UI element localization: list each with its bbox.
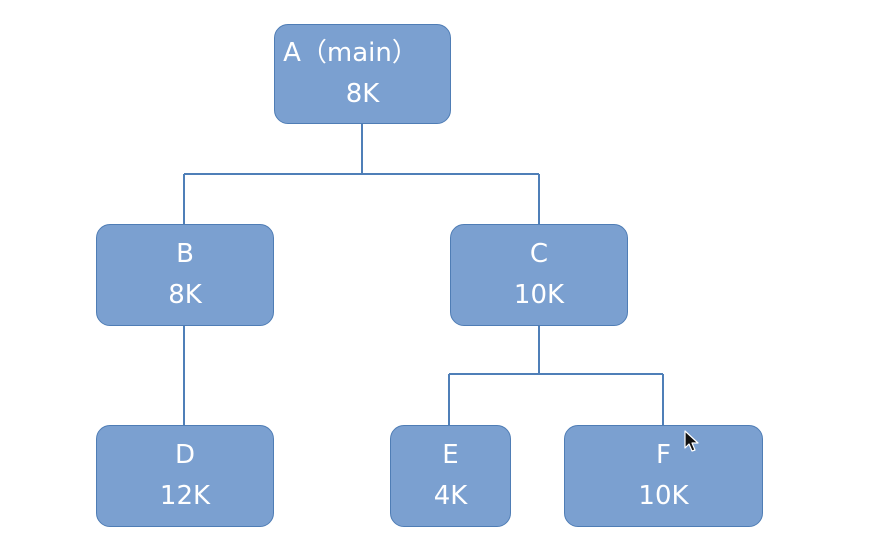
node-b: B 8K xyxy=(96,224,274,326)
node-f-label: F xyxy=(656,440,671,470)
node-e-size: 4K xyxy=(433,481,468,511)
node-f: F 10K xyxy=(564,425,763,527)
node-e-label: E xyxy=(442,440,459,470)
node-c-size: 10K xyxy=(513,280,565,310)
node-a-main: A（main） 8K xyxy=(274,24,451,124)
node-d-size: 12K xyxy=(159,481,211,511)
node-a-label: A（main） xyxy=(283,38,418,68)
node-b-label: B xyxy=(176,239,194,269)
node-c-label: C xyxy=(529,239,549,269)
node-d-label: D xyxy=(174,440,196,470)
node-f-size: 10K xyxy=(638,481,689,511)
node-a-size: 8K xyxy=(345,79,380,109)
node-e: E 4K xyxy=(390,425,511,527)
node-d: D 12K xyxy=(96,425,274,527)
mouse-pointer-icon xyxy=(684,430,699,452)
node-b-size: 8K xyxy=(168,280,202,310)
node-c: C 10K xyxy=(450,224,628,326)
